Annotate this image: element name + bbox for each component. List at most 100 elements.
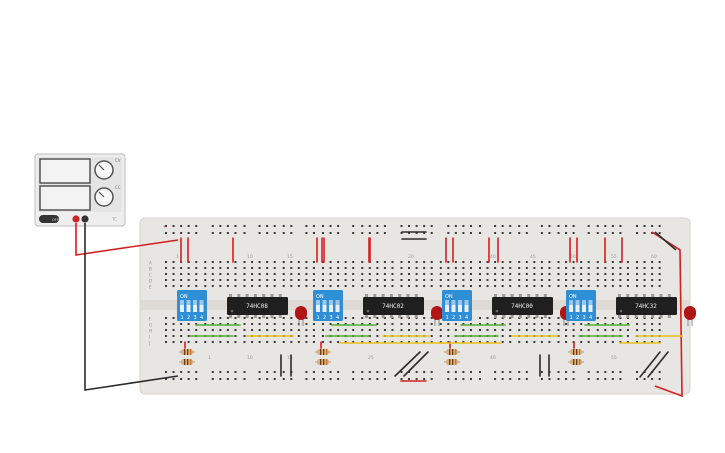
breadboard-hole[interactable] [587, 341, 590, 343]
breadboard-hole[interactable] [391, 261, 394, 263]
breadboard-hole[interactable] [658, 232, 661, 234]
dip-switch-body[interactable] [177, 290, 207, 321]
breadboard-hole[interactable] [518, 261, 521, 263]
breadboard-hole[interactable] [518, 267, 521, 269]
breadboard-hole[interactable] [290, 285, 293, 287]
breadboard-hole[interactable] [501, 225, 504, 227]
breadboard-hole[interactable] [282, 317, 285, 319]
breadboard-hole[interactable] [322, 261, 324, 263]
breadboard-hole[interactable] [596, 267, 599, 269]
breadboard-hole[interactable] [525, 232, 528, 234]
breadboard-hole[interactable] [234, 267, 237, 269]
breadboard-hole[interactable] [243, 335, 246, 337]
breadboard-hole[interactable] [408, 329, 411, 331]
breadboard-hole[interactable] [290, 279, 293, 281]
breadboard-hole[interactable] [266, 371, 269, 373]
breadboard-hole[interactable] [383, 232, 386, 234]
breadboard-hole[interactable] [219, 323, 222, 325]
breadboard-hole[interactable] [533, 317, 536, 319]
breadboard-hole[interactable] [180, 335, 183, 337]
dip-switch-body[interactable] [566, 290, 596, 321]
breadboard-hole[interactable] [651, 225, 654, 227]
breadboard-hole[interactable] [611, 261, 614, 263]
resistor[interactable] [179, 359, 195, 365]
breadboard-hole[interactable] [525, 261, 528, 263]
breadboard-hole[interactable] [312, 273, 315, 275]
breadboard-hole[interactable] [305, 335, 308, 337]
breadboard-hole[interactable] [266, 267, 269, 269]
breadboard-hole[interactable] [305, 323, 308, 325]
breadboard-hole[interactable] [430, 261, 433, 263]
breadboard-hole[interactable] [494, 273, 497, 275]
breadboard-hole[interactable] [454, 341, 457, 343]
breadboard-hole[interactable] [219, 341, 222, 343]
breadboard-hole[interactable] [352, 341, 355, 343]
dip-toggle-3[interactable] [329, 300, 333, 312]
breadboard-hole[interactable] [273, 273, 276, 275]
breadboard-hole[interactable] [454, 323, 457, 325]
breadboard-hole[interactable] [180, 329, 183, 331]
breadboard-hole[interactable] [469, 329, 472, 331]
breadboard-hole[interactable] [462, 267, 465, 269]
breadboard-hole[interactable] [557, 317, 560, 319]
breadboard-hole[interactable] [204, 267, 207, 269]
breadboard-hole[interactable] [352, 378, 355, 380]
breadboard-hole[interactable] [290, 225, 293, 227]
breadboard-hole[interactable] [226, 329, 229, 331]
breadboard-hole[interactable] [479, 279, 481, 281]
breadboard-hole[interactable] [219, 378, 222, 380]
breadboard-hole[interactable] [243, 267, 246, 269]
breadboard-hole[interactable] [430, 335, 433, 337]
breadboard-hole[interactable] [533, 285, 536, 287]
breadboard-hole[interactable] [494, 378, 497, 380]
breadboard-hole[interactable] [469, 323, 472, 325]
breadboard-hole[interactable] [400, 267, 403, 269]
breadboard-hole[interactable] [462, 371, 465, 373]
breadboard-hole[interactable] [165, 225, 167, 227]
breadboard-hole[interactable] [368, 329, 371, 331]
breadboard-hole[interactable] [226, 341, 229, 343]
breadboard-hole[interactable] [454, 279, 457, 281]
breadboard-hole[interactable] [548, 329, 551, 331]
power-switch[interactable] [39, 215, 59, 223]
breadboard-hole[interactable] [486, 267, 489, 269]
breadboard-hole[interactable] [368, 267, 371, 269]
breadboard-hole[interactable] [195, 341, 198, 343]
breadboard-hole[interactable] [234, 323, 237, 325]
breadboard-hole[interactable] [243, 317, 246, 319]
led-body[interactable] [295, 306, 307, 320]
ic-chip-body[interactable] [492, 297, 553, 315]
breadboard-hole[interactable] [548, 279, 551, 281]
breadboard-hole[interactable] [251, 323, 254, 325]
breadboard-hole[interactable] [344, 329, 347, 331]
ic-chip[interactable]: 74HC08 [227, 294, 288, 318]
breadboard-hole[interactable] [297, 273, 300, 275]
breadboard-hole[interactable] [282, 232, 285, 234]
breadboard-hole[interactable] [165, 273, 167, 275]
breadboard-hole[interactable] [234, 285, 237, 287]
breadboard-hole[interactable] [611, 279, 614, 281]
breadboard-hole[interactable] [596, 279, 599, 281]
breadboard-hole[interactable] [636, 329, 638, 331]
breadboard-hole[interactable] [211, 225, 214, 227]
breadboard-hole[interactable] [587, 261, 590, 263]
breadboard-hole[interactable] [305, 285, 308, 287]
breadboard-hole[interactable] [486, 317, 489, 319]
dip-toggle-knob[interactable] [569, 300, 573, 305]
breadboard-hole[interactable] [195, 285, 198, 287]
breadboard-hole[interactable] [408, 267, 411, 269]
breadboard-hole[interactable] [509, 225, 512, 227]
breadboard-hole[interactable] [243, 329, 246, 331]
dip-toggle-knob[interactable] [186, 300, 191, 305]
breadboard-hole[interactable] [557, 267, 560, 269]
breadboard-hole[interactable] [376, 279, 379, 281]
breadboard-hole[interactable] [312, 285, 315, 287]
breadboard-hole[interactable] [509, 232, 512, 234]
dip-toggle-knob[interactable] [316, 300, 320, 305]
dip-toggle-knob[interactable] [458, 300, 462, 305]
breadboard-hole[interactable] [211, 323, 214, 325]
breadboard-hole[interactable] [626, 341, 629, 343]
breadboard-hole[interactable] [352, 261, 355, 263]
breadboard-hole[interactable] [540, 317, 543, 319]
breadboard-hole[interactable] [557, 329, 560, 331]
